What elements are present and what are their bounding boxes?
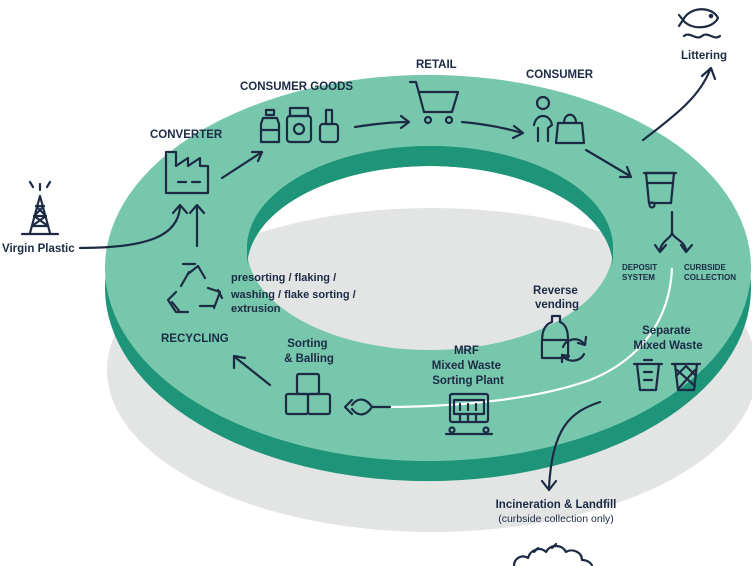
nail-polish-icon bbox=[318, 108, 340, 144]
arrow-converter-to-goods bbox=[220, 150, 264, 180]
label-retail: RETAIL bbox=[416, 59, 457, 71]
ring-top bbox=[104, 74, 751, 462]
bottle-icon bbox=[259, 108, 281, 144]
arrow-consumer-to-bin bbox=[584, 148, 632, 178]
label-curbside-line1: CURBSIDE bbox=[684, 263, 726, 272]
label-sorting-line1: Sorting bbox=[287, 338, 327, 350]
smoke-cloud-icon bbox=[512, 542, 594, 566]
arrow-consumer-to-littering bbox=[641, 68, 712, 142]
label-recycling-steps: presorting / flaking / washing / flake s… bbox=[230, 272, 359, 315]
label-mrf-line3: Sorting Plant bbox=[432, 375, 504, 387]
label-recycling: RECYCLING bbox=[161, 333, 229, 345]
arrow-sorting-to-recycling bbox=[234, 356, 272, 387]
arrow-consumer-to-littering-head bbox=[700, 66, 717, 81]
bales-icon bbox=[284, 372, 332, 416]
shopping-bag-icon bbox=[554, 113, 586, 145]
label-steps-line1: presorting / flaking / bbox=[231, 272, 336, 284]
arrow-retail-to-consumer-head bbox=[511, 124, 525, 140]
ring-inner-wall bbox=[247, 146, 613, 268]
arrow-mrf-to-sorting-head bbox=[343, 398, 354, 416]
shopping-cart-icon bbox=[408, 80, 460, 125]
arrow-converter-to-goods-head bbox=[250, 150, 264, 163]
label-mrf-line1: MRF bbox=[454, 345, 479, 357]
arrow-bin-split bbox=[658, 210, 688, 252]
arrow-mixedwaste-to-incineration bbox=[547, 400, 602, 490]
label-mrf-line2: Mixed Waste bbox=[432, 360, 501, 372]
recycle-icon bbox=[166, 262, 224, 314]
label-separate-mixed-waste: Separate Mixed Waste bbox=[633, 325, 702, 352]
label-deposit-system: DEPOSIT SYSTEM bbox=[622, 263, 659, 282]
label-consumer-goods: CONSUMER GOODS bbox=[240, 81, 353, 93]
mrf-sorting-plant-icon bbox=[444, 392, 494, 436]
arrow-virgin-to-converter bbox=[78, 205, 182, 250]
label-reverse-line1: Reverse bbox=[533, 285, 578, 297]
label-sorting-balling: Sorting & Balling bbox=[284, 338, 334, 365]
waste-bin-closed-icon bbox=[632, 358, 664, 392]
label-reverse-line2: vending bbox=[535, 299, 579, 311]
label-sorting-line2: & Balling bbox=[284, 353, 334, 365]
oil-derrick-icon bbox=[20, 180, 60, 236]
arrow-sorting-to-recycling-head bbox=[232, 354, 247, 370]
label-incineration-note: (curbside collection only) bbox=[498, 513, 614, 525]
label-deposit-line2: SYSTEM bbox=[622, 273, 655, 282]
label-curbside-collection: CURBSIDE COLLECTION bbox=[684, 263, 736, 282]
arrow-goods-to-retail bbox=[353, 120, 410, 129]
label-steps-line2: washing / flake sorting / bbox=[230, 289, 356, 301]
arrow-bin-split-right-head bbox=[679, 243, 694, 254]
arrow-retail-to-consumer bbox=[460, 120, 524, 135]
label-steps-line3: extrusion bbox=[231, 303, 281, 315]
flow-arrows bbox=[78, 66, 717, 492]
trash-bin-icon bbox=[642, 171, 678, 209]
label-deposit-line1: DEPOSIT bbox=[622, 263, 657, 272]
label-reverse-vending: Reverse vending bbox=[533, 285, 581, 311]
consumer-person-icon bbox=[532, 95, 554, 143]
label-virgin-plastic: Virgin Plastic bbox=[2, 243, 75, 255]
label-separate-line2: Mixed Waste bbox=[633, 340, 702, 352]
label-consumer: CONSUMER bbox=[526, 69, 594, 81]
label-curbside-line2: COLLECTION bbox=[684, 273, 736, 282]
arrow-goods-to-retail-head bbox=[399, 114, 411, 130]
arrow-recycling-to-converter-head bbox=[188, 203, 206, 215]
sorting-path-line bbox=[389, 267, 674, 409]
reverse-vending-bottle-icon bbox=[540, 314, 570, 360]
arrow-virgin-to-converter-head bbox=[171, 203, 189, 215]
label-separate-line1: Separate bbox=[642, 325, 691, 337]
factory-icon bbox=[164, 150, 210, 195]
fish-icon bbox=[677, 8, 722, 39]
arrow-mixedwaste-to-incineration-head bbox=[540, 479, 558, 492]
label-littering: Littering bbox=[681, 50, 727, 62]
waste-bin-mesh-icon bbox=[670, 362, 702, 392]
label-incineration: Incineration & Landfill bbox=[496, 499, 617, 511]
arrow-bin-split-left-head bbox=[653, 243, 668, 254]
reverse-vending-cycle-icon bbox=[560, 335, 588, 364]
arrow-consumer-to-bin-head bbox=[618, 165, 633, 179]
arrow-mrf-fork bbox=[350, 398, 392, 416]
label-converter: CONVERTER bbox=[150, 129, 223, 141]
label-mrf: MRF Mixed Waste Sorting Plant bbox=[432, 345, 504, 387]
jar-icon bbox=[285, 106, 313, 144]
